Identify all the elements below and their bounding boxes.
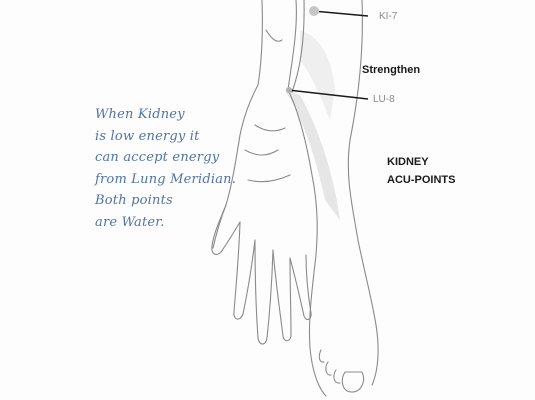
palm-line-2 (247, 174, 291, 183)
big-toe (341, 371, 365, 393)
lu8-leader-line (287, 89, 369, 100)
upper-shading (300, 30, 335, 120)
palm-line-1 (244, 149, 279, 156)
ki7-label: KI-7 (379, 11, 398, 22)
palm-line-3 (254, 124, 286, 132)
explanation-note: When Kidney is low energy it can accept … (95, 104, 285, 234)
note-line: is low energy it (95, 128, 200, 144)
foot-right-edge (357, 239, 379, 386)
forearm-right-edge (287, 0, 297, 91)
title-line-1: KIDNEY (387, 156, 429, 168)
ki7-point-marker (309, 6, 319, 16)
finger-ring (272, 249, 292, 342)
sketch-lines (211, 0, 379, 397)
palm-left (212, 84, 259, 249)
finger-index (233, 221, 256, 320)
toe-4 (318, 349, 325, 363)
note-line: Both points (95, 193, 173, 209)
note-line: are Water. (95, 214, 165, 230)
note-line: from Lung Meridian. (95, 171, 237, 187)
ki7-leader-line (312, 10, 369, 17)
thumb (211, 204, 241, 255)
lu8-label: LU-8 (373, 94, 395, 105)
leg-right-edge (347, 0, 363, 241)
leg-shading (285, 90, 340, 220)
finger-little (289, 254, 312, 321)
title-line-2: ACU-POINTS (387, 174, 456, 186)
note-line: can accept energy (95, 150, 220, 166)
kidney-acupoints-title: KIDNEY ACU-POINTS (387, 153, 455, 189)
forearm-left-edge (257, 0, 263, 86)
finger-middle (254, 239, 274, 345)
note-line: When Kidney (95, 107, 185, 122)
palm-right (287, 89, 318, 256)
foot-left-edge (308, 254, 327, 397)
toe-2 (333, 369, 341, 384)
strengthen-label: Strengthen (362, 64, 421, 76)
forearm-crease (265, 29, 283, 42)
leg-left-edge (291, 0, 305, 93)
lu8-point-marker (286, 87, 292, 93)
toe-3 (325, 361, 332, 376)
